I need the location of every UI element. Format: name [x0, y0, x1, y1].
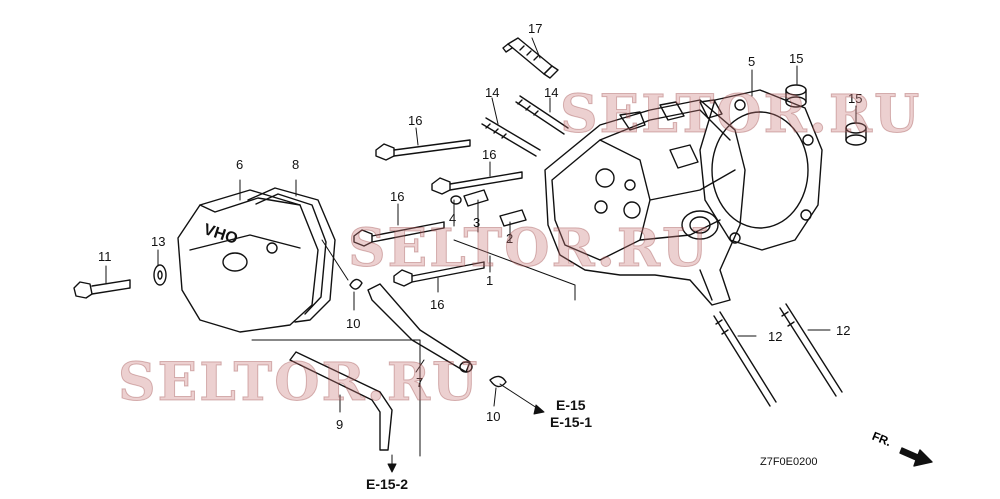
callout-3: 3	[473, 215, 481, 230]
callout-1: 1	[486, 273, 494, 288]
head-cover-bolt	[73, 279, 131, 299]
watermark-bottom: SELTOR.RU	[117, 352, 480, 414]
stud-bolt-left	[713, 311, 777, 407]
callout-6: 6	[236, 157, 244, 172]
tube-clip-lower	[489, 375, 507, 388]
sealing-washer	[153, 264, 167, 286]
head-bolt-lower	[393, 261, 485, 287]
callout-16c: 16	[390, 189, 405, 204]
ref-e15-2[interactable]: E-15-2	[366, 476, 409, 492]
callout-10b: 10	[486, 409, 501, 424]
watermark-top: SELTOR.RU	[559, 84, 922, 146]
callout-9: 9	[336, 417, 344, 432]
spark-plug	[502, 37, 559, 79]
callout-12a: 12	[768, 329, 783, 344]
dowel-pin-upper	[785, 84, 807, 108]
callout-15b: 15	[848, 91, 863, 106]
ref-e15[interactable]: E-15	[556, 397, 586, 413]
head-bolt-top	[375, 139, 471, 161]
callout-2: 2	[506, 231, 514, 246]
tube-clip-upper	[349, 278, 363, 290]
drain-tube	[289, 351, 393, 451]
washer	[450, 195, 462, 205]
dowel-pin-lower	[845, 122, 867, 146]
head-bolt-third	[353, 221, 445, 247]
callout-11: 11	[98, 249, 112, 264]
head-gasket	[699, 89, 823, 251]
front-direction-arrow	[899, 447, 933, 467]
head-bolt-second	[431, 171, 523, 195]
callout-14a: 14	[485, 85, 500, 100]
callout-16a: 16	[408, 113, 423, 128]
callout-12b: 12	[836, 323, 851, 338]
callout-14b: 14	[544, 85, 559, 100]
breather-collar	[499, 209, 527, 227]
callout-16b: 16	[482, 147, 497, 162]
watermark-middle: SELTOR.RU	[347, 218, 710, 280]
collar	[463, 189, 489, 207]
callout-17: 17	[528, 21, 543, 36]
callout-7: 7	[416, 375, 424, 390]
callout-4: 4	[449, 211, 457, 226]
cylinder-head	[544, 99, 746, 306]
callout-15a: 15	[789, 51, 804, 66]
callout-5: 5	[748, 54, 756, 69]
callout-10a: 10	[346, 316, 361, 331]
callout-16d: 16	[430, 297, 445, 312]
breather-tube	[367, 283, 473, 373]
stud-bolt-right	[779, 303, 843, 397]
callout-13: 13	[151, 234, 166, 249]
diagram-code: Z7F0E0200	[760, 456, 818, 468]
head-cover-gasket	[247, 187, 336, 323]
ref-e15-1[interactable]: E-15-1	[550, 414, 593, 430]
callout-8: 8	[292, 157, 300, 172]
head-cover	[177, 189, 319, 333]
stud-bolt-upper	[515, 95, 569, 135]
leader-lines	[105, 37, 857, 473]
stud-bolt-lower	[481, 117, 541, 157]
